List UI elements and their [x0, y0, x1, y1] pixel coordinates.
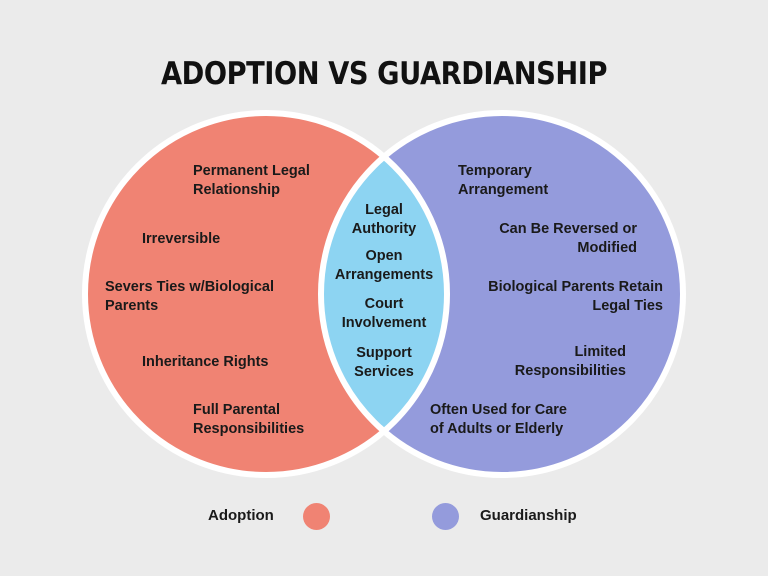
guardianship-item: Biological Parents Retain Legal Ties [488, 279, 663, 314]
legend-adoption-label: Adoption [208, 507, 274, 524]
guardianship-item: Temporary Arrangement [458, 163, 549, 198]
adoption-item: Irreversible [142, 231, 221, 247]
guardianship-item: Limited Responsibilities [514, 344, 626, 379]
shared-item: Support Services [354, 345, 414, 380]
adoption-item: Permanent Legal Relationship [193, 163, 310, 198]
adoption-item: Severs Ties w/Biological Parents [105, 279, 274, 314]
shared-item: Court Involvement [341, 296, 427, 331]
guardianship-circle-outline [318, 110, 686, 478]
shared-item: Legal Authority [351, 202, 417, 237]
shared-item: Open Arrangements [334, 248, 434, 283]
adoption-item: Inheritance Rights [142, 354, 269, 370]
legend-guardianship-swatch [432, 503, 459, 530]
diagram-title: ADOPTION VS GUARDIANSHIP [160, 56, 608, 92]
overlap-region [321, 113, 447, 475]
adoption-item: Full Parental Responsibilities [193, 402, 305, 437]
guardianship-item: Can Be Reversed or Modified [499, 221, 637, 256]
legend-adoption-swatch [303, 503, 330, 530]
legend-guardianship-label: Guardianship [480, 507, 577, 524]
adoption-circle-outline [82, 110, 450, 478]
guardianship-item: Often Used for Care of Adults or Elderly [430, 402, 567, 437]
